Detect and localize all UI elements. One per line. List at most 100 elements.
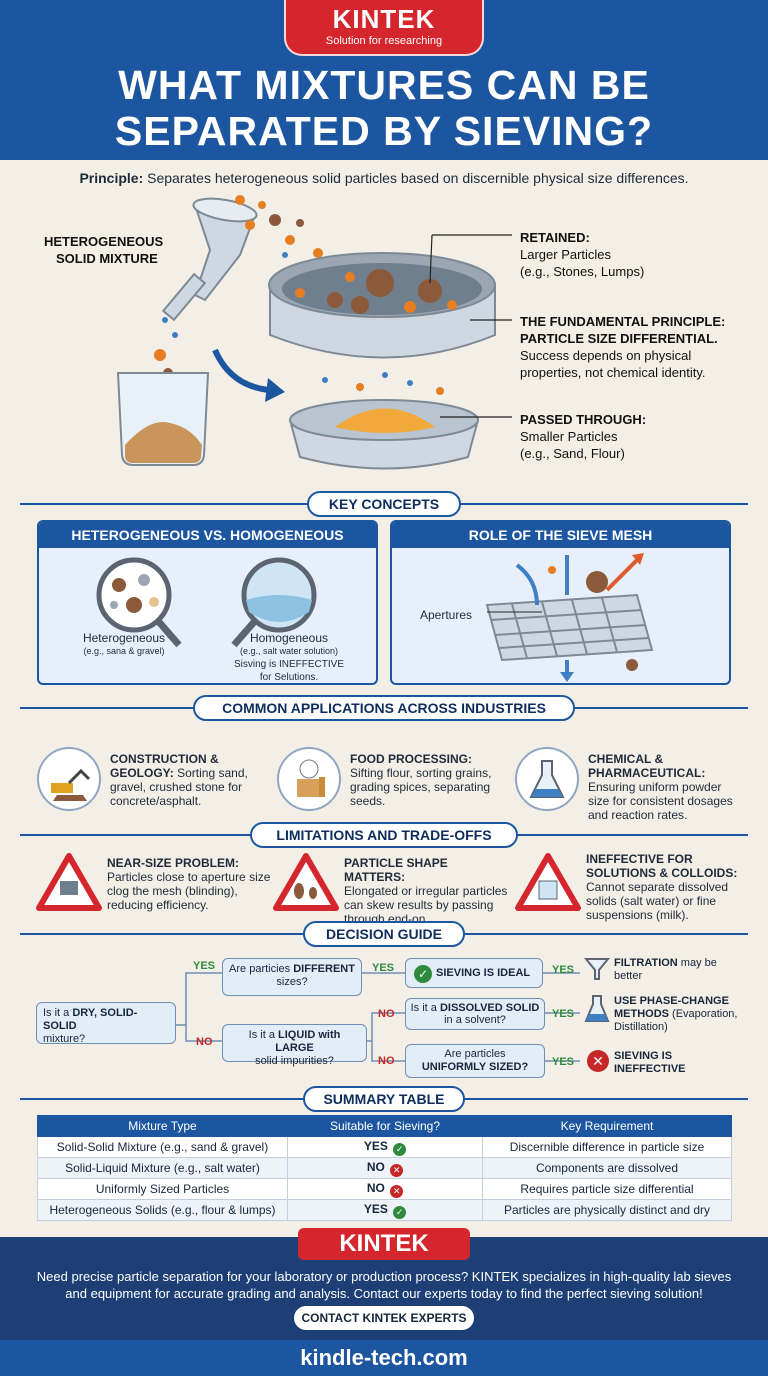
- retained-line1: Larger Particles: [520, 247, 612, 262]
- table-row: Solid-Solid Mixture (e.g., sand & gravel…: [37, 1136, 732, 1158]
- cross-icon: ✕: [390, 1163, 404, 1177]
- decision-sieving-ideal: ✓SIEVING IS IDEAL: [405, 958, 543, 988]
- passed-line1: Smaller Particles: [520, 429, 618, 444]
- title-line-1: WHAT MIXTURES CAN BE: [118, 62, 650, 108]
- principle-title2: PARTICLE SIZE DIFFERENTIAL.: [520, 331, 718, 346]
- table-cell: YES ✓: [287, 1199, 483, 1221]
- decision-diff-c: sizes?: [276, 976, 308, 988]
- suitable-value: YES: [363, 1138, 388, 1153]
- footer-text: Need precise particle separation for you…: [36, 1269, 732, 1301]
- limit-solutions-title: INEFFECTIVE FOR SOLUTIONS & COLLOIDS:: [586, 852, 738, 880]
- limit-shape-text: Elongated or irregular particles can ske…: [344, 884, 508, 926]
- app-food-title: FOOD PROCESSING:: [350, 752, 473, 766]
- limit-solutions: INEFFECTIVE FOR SOLUTIONS & COLLOIDS: Ca…: [586, 852, 746, 922]
- decision-ideal-text: SIEVING IS IDEAL: [436, 967, 531, 979]
- hetero-homo-box: HETEROGENEOUS VS. HOMOGENEOUS Heterogene…: [37, 520, 378, 685]
- brand-logo[interactable]: KINTEK Solution for researching: [284, 0, 484, 56]
- table-cell: NO ✕: [287, 1157, 483, 1179]
- app-food: FOOD PROCESSING: Sifting flour, sorting …: [350, 752, 510, 808]
- decision-connectors: [176, 972, 580, 1062]
- principle-line1: Success depends on physical: [520, 348, 692, 363]
- passed-callout: PASSED THROUGH: Smaller Particles (e.g.,…: [520, 411, 646, 462]
- flow-arrow-icon: [212, 348, 269, 393]
- no-label: NO: [378, 1055, 395, 1067]
- cross-icon: ✕: [587, 1050, 609, 1072]
- table-cell: Heterogeneous Solids (e.g., flour & lump…: [37, 1199, 288, 1221]
- homo-label: Homogeneous: [249, 631, 329, 645]
- app-construction-text: Sorting sand, gravel, crushed stone for …: [110, 766, 248, 808]
- table-header-row: Mixture Type Suitable for Sieving? Key R…: [37, 1115, 732, 1137]
- summary-heading: SUMMARY TABLE: [303, 1086, 465, 1112]
- yes-label: YES: [552, 1008, 575, 1020]
- decision-phase-b: (Evaporation, Distillation): [614, 1008, 738, 1033]
- table-cell: Requires particle size differential: [482, 1178, 732, 1200]
- table-row: Uniformly Sized Particles NO ✕ Requires …: [37, 1178, 732, 1200]
- table-row: Solid-Liquid Mixture (e.g., salt water) …: [37, 1157, 732, 1179]
- key-concepts-heading: KEY CONCEPTS: [307, 491, 461, 517]
- table-header-cell: Mixture Type: [37, 1115, 288, 1137]
- app-food-text: Sifting flour, sorting grains, grading s…: [350, 766, 492, 808]
- sieve-icon: [268, 252, 496, 359]
- decision-uniform-b: UNIFORMLY SIZED?: [421, 1061, 529, 1073]
- collection-pan-icon: [289, 372, 479, 470]
- heterogeneous-magnifier-icon: [96, 557, 182, 648]
- table-cell: Components are dissolved: [482, 1157, 732, 1179]
- footer-brand[interactable]: KINTEK: [298, 1228, 470, 1260]
- suitable-value: YES: [363, 1201, 388, 1216]
- table-header-cell: Key Requirement: [482, 1115, 732, 1137]
- warning-triangle-icon: [273, 853, 339, 911]
- principle-title1: THE FUNDAMENTAL PRINCIPLE:: [520, 314, 726, 329]
- sieving-illustration: HETEROGENEOUS SOLID MIXTURE RETAINED: La…: [0, 195, 768, 485]
- summary-table: Mixture Type Suitable for Sieving? Key R…: [37, 1115, 732, 1221]
- warning-triangle-icon: [36, 853, 102, 911]
- limit-near-size-text: Particles close to aperture size clog th…: [107, 870, 271, 912]
- homo-example: (e.g., salt water solution): [239, 646, 339, 656]
- contact-button[interactable]: CONTACT KINTEK EXPERTS: [294, 1306, 474, 1330]
- retained-title: RETAINED:: [520, 230, 590, 245]
- limit-solutions-text: Cannot separate dissolved solids (salt w…: [586, 880, 729, 922]
- flask-icon: [584, 995, 610, 1022]
- passed-line2: (e.g., Sand, Flour): [520, 446, 625, 461]
- decision-start-c: mixture?: [43, 1033, 86, 1045]
- app-construction: CONSTRUCTION & GEOLOGY: Sorting sand, gr…: [110, 752, 285, 808]
- homo-caption: Homogeneous (e.g., salt water solution) …: [219, 632, 359, 684]
- principle-label: Principle:: [79, 170, 144, 186]
- table-cell: NO ✕: [287, 1178, 483, 1200]
- brand-tagline: Solution for researching: [325, 35, 443, 47]
- decision-dissolved-a: Is it a: [410, 1002, 440, 1014]
- app-chemical: CHEMICAL & PHARMACEUTICAL: Ensuring unif…: [588, 752, 743, 822]
- homo-note1: Sisving is INEFFECTIVE: [233, 659, 345, 670]
- cross-icon: ✕: [390, 1184, 404, 1198]
- hetero-label: Heterogeneous: [82, 631, 166, 645]
- hetero-caption: Heterogeneous (e.g., sana & gravel): [69, 632, 179, 658]
- decision-dissolved-c: in a solvent?: [444, 1014, 506, 1026]
- magnifier-icons: [96, 557, 317, 648]
- homogeneous-magnifier-icon: [231, 557, 317, 648]
- decision-start-a: Is it a: [43, 1007, 73, 1019]
- flow-arrow-icon: [515, 563, 539, 606]
- passed-title: PASSED THROUGH:: [520, 412, 647, 427]
- mesh-grid-icon: [485, 593, 654, 662]
- decision-uniform-a: Are particles: [444, 1048, 506, 1060]
- website-link[interactable]: kindle-tech.com: [0, 1340, 768, 1376]
- retained-line2: (e.g., Stones, Lumps): [520, 264, 645, 279]
- decision-ineffective: SIEVING IS INEFFECTIVE: [614, 1050, 686, 1075]
- warning-triangle-icon: [515, 853, 581, 911]
- table-cell: Solid-Liquid Mixture (e.g., salt water): [37, 1157, 288, 1179]
- no-label: NO: [378, 1008, 395, 1020]
- check-icon: ✓: [393, 1142, 407, 1156]
- suitable-value: NO: [366, 1159, 385, 1174]
- yes-label: YES: [193, 960, 216, 972]
- chemical-flask-icon: [515, 747, 579, 811]
- table-cell: Discernible difference in particle size: [482, 1136, 732, 1158]
- sieve-mesh-box: ROLE OF THE SIEVE MESH Apertures: [390, 520, 731, 685]
- decision-diff-b: DIFFERENT: [293, 963, 355, 975]
- title-line-2: SEPARATED BY SIEVING?: [114, 108, 654, 154]
- retained-callout: RETAINED: Larger Particles (e.g., Stones…: [520, 229, 644, 280]
- food-chef-icon: [277, 747, 341, 811]
